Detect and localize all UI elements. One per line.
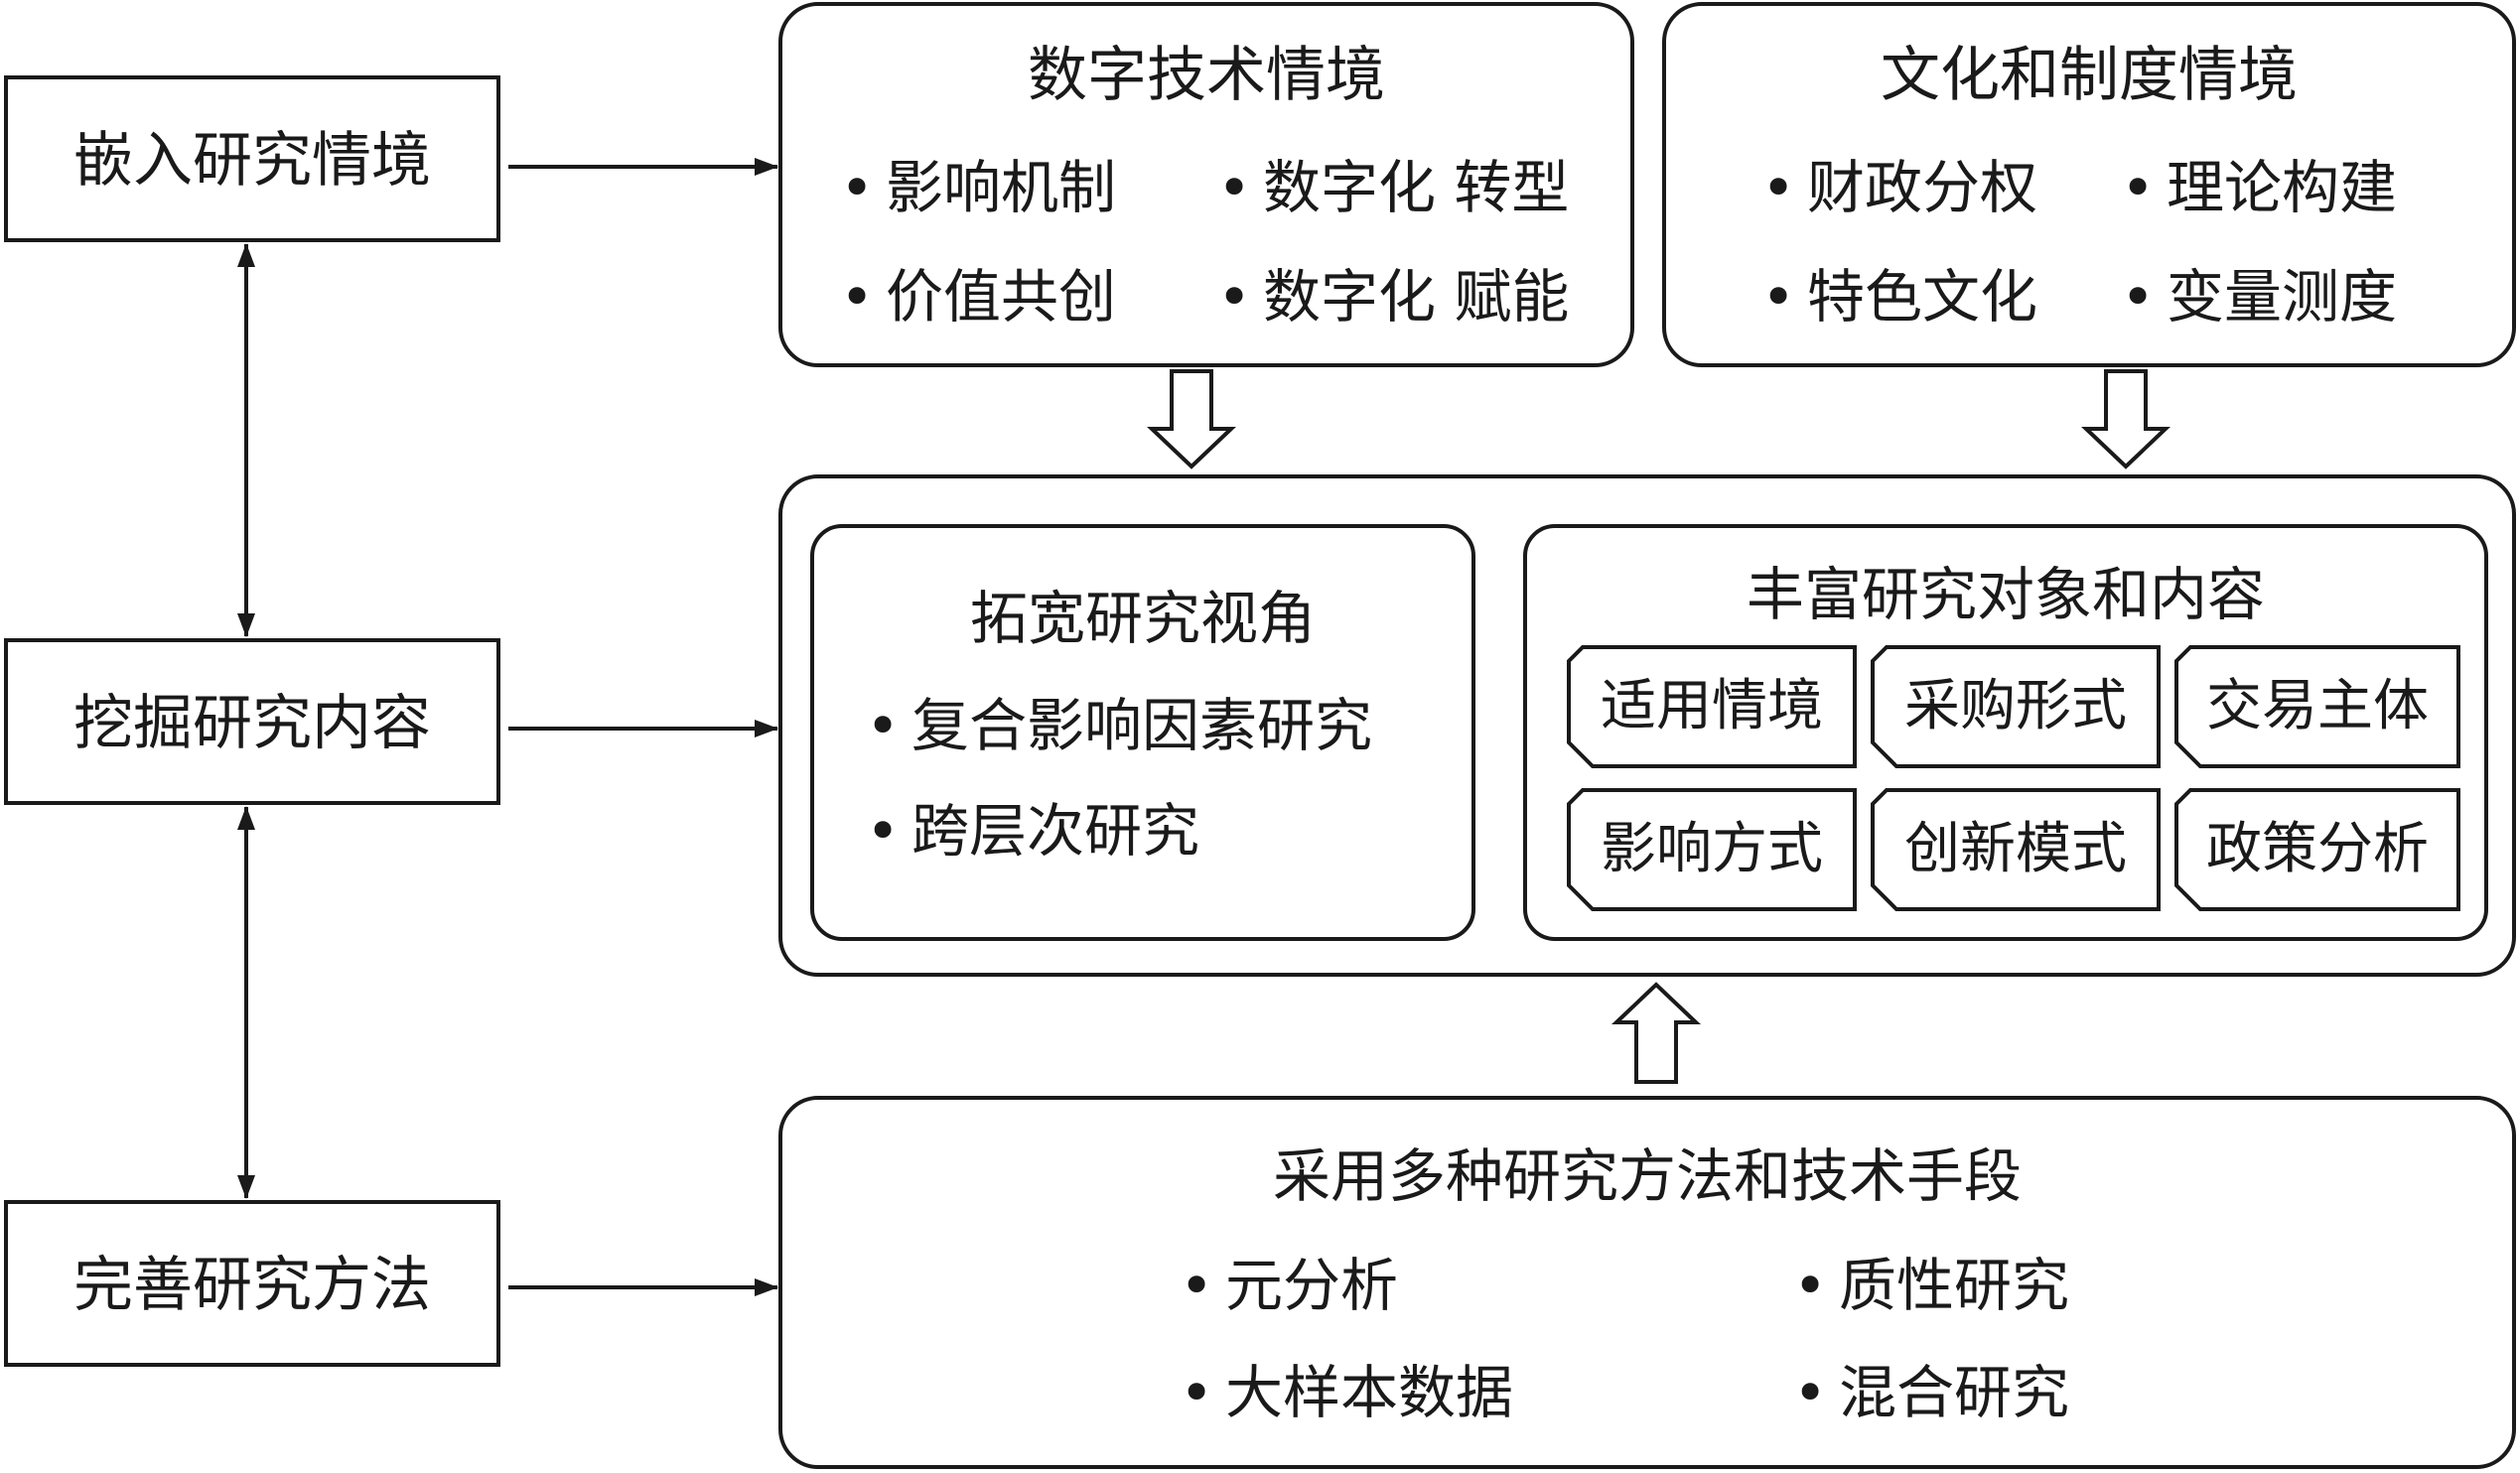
improve-method-box: 完善研究方法 [4, 1200, 500, 1367]
methods-box: 采用多种研究方法和技术手段 元分析 质性研究 大样本数据 混合研究 [778, 1096, 2516, 1469]
bullet-item: 变量测度 [2121, 266, 2397, 328]
perspective-title: 拓宽研究视角 [969, 585, 1316, 652]
tag-label: 适用情境 [1601, 674, 1823, 738]
tag-procurement-form: 采购形式 [1871, 645, 2161, 768]
methods-title: 采用多种研究方法和技术手段 [1272, 1142, 2022, 1210]
mine-content-box: 挖掘研究内容 [4, 638, 500, 805]
objects-title: 丰富研究对象和内容 [1746, 561, 2265, 628]
bullet-item: 影响机制 [840, 157, 1116, 218]
tag-label: 采购形式 [1904, 674, 2127, 738]
bullet-item: 数字化 转型 [1217, 157, 1569, 218]
hollow-arrow-digital-down [1146, 369, 1237, 469]
bullet-item: 理论构建 [2121, 157, 2397, 218]
bullet-item: 特色文化 [1761, 266, 2037, 328]
bullet-item: 大样本数据 [1180, 1362, 1513, 1423]
tag-applicable-context: 适用情境 [1567, 645, 1857, 768]
hollow-arrow-culture-down [2080, 369, 2171, 469]
mine-content-label: 挖掘研究内容 [73, 689, 431, 758]
tag-label: 影响方式 [1601, 817, 1823, 881]
improve-method-label: 完善研究方法 [73, 1251, 431, 1320]
hollow-arrow-methods-up [1610, 982, 1702, 1084]
bullet-item: 数字化 赋能 [1217, 266, 1569, 328]
tag-label: 交易主体 [2206, 674, 2429, 738]
bullet-item: 混合研究 [1793, 1362, 2069, 1423]
tag-influence-mode: 影响方式 [1567, 788, 1857, 911]
research-content-container: 拓宽研究视角 复合影响因素研究 跨层次研究 丰富研究对象和内容 适用情境 采购形… [778, 474, 2516, 977]
digital-context-title: 数字技术情境 [1028, 41, 1385, 110]
tag-label: 政策分析 [2206, 817, 2429, 881]
digital-context-box: 数字技术情境 影响机制 数字化 转型 价值共创 数字化 赋能 [778, 2, 1634, 367]
tag-transaction-subject: 交易主体 [2174, 645, 2460, 768]
bullet-item: 价值共创 [840, 266, 1116, 328]
perspective-box: 拓宽研究视角 复合影响因素研究 跨层次研究 [810, 524, 1475, 941]
bullet-item: 质性研究 [1793, 1255, 2069, 1316]
bullet-item: 跨层次研究 [866, 800, 1199, 862]
culture-context-box: 文化和制度情境 财政分权 理论构建 特色文化 变量测度 [1662, 2, 2516, 367]
embed-context-label: 嵌入研究情境 [73, 126, 431, 196]
embed-context-box: 嵌入研究情境 [4, 75, 500, 242]
tag-policy-analysis: 政策分析 [2174, 788, 2460, 911]
tag-innovation-mode: 创新模式 [1871, 788, 2161, 911]
bullet-item: 复合影响因素研究 [866, 695, 1372, 756]
tag-label: 创新模式 [1904, 817, 2127, 881]
culture-context-title: 文化和制度情境 [1881, 41, 2298, 110]
bullet-item: 元分析 [1180, 1255, 1398, 1316]
objects-box: 丰富研究对象和内容 适用情境 采购形式 交易主体 影响方式 创新模式 政策分析 [1523, 524, 2488, 941]
bullet-item: 财政分权 [1761, 157, 2037, 218]
